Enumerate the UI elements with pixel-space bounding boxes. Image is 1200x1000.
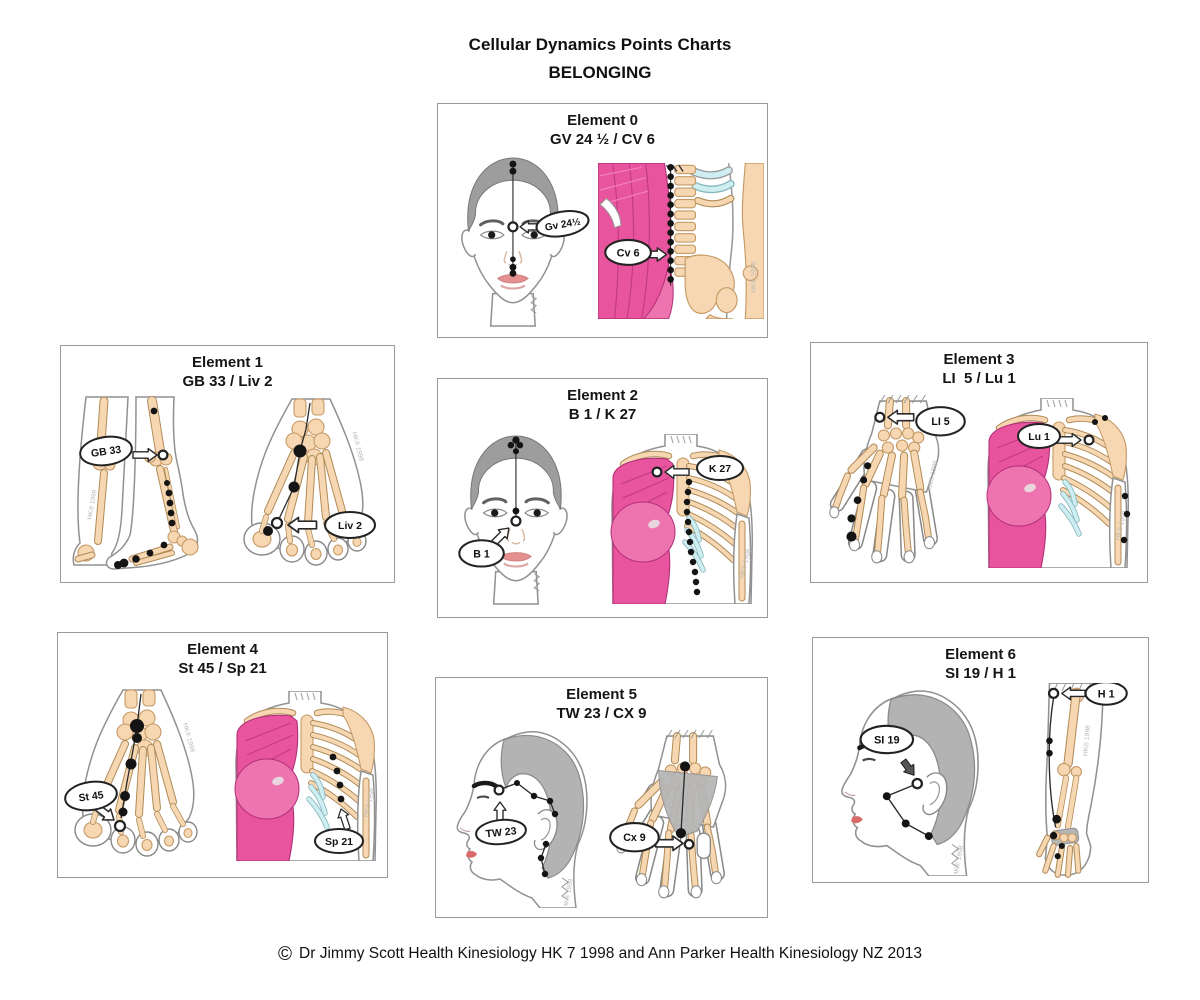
panel-0-points: GV 24 ½ / CV 6 xyxy=(549,131,656,148)
panel-element-5: Element 5 TW 23 / CX 9 HK® 1998 TW 23 xyxy=(435,677,768,918)
copyright-text: Dr Jimmy Scott Health Kinesiology HK 7 1… xyxy=(299,945,922,962)
label-cx-9: Cx 9 xyxy=(608,821,660,852)
svg-text:SI 19: SI 19 xyxy=(873,734,899,746)
panel-5-header: Element 5 TW 23 / CX 9 xyxy=(556,685,646,723)
panel-5-body: HK® 1998 TW 23 xyxy=(436,723,767,917)
point-b-1 xyxy=(509,514,522,527)
point-si-19 xyxy=(910,777,923,789)
svg-text:Sp 21: Sp 21 xyxy=(324,835,352,847)
illustration-face-gv-midline: Gv 24½ xyxy=(459,156,590,328)
page-title: Cellular Dynamics Points Charts xyxy=(468,35,732,54)
panel-2-points: B 1 / K 27 xyxy=(568,406,637,423)
panel-element-2: Element 2 B 1 / K 27 B 1 HK® 1998 xyxy=(437,378,768,618)
svg-text:Lu 1: Lu 1 xyxy=(1028,431,1050,443)
svg-text:HK® 1998: HK® 1998 xyxy=(749,261,757,292)
panel-1-title: Element 1 xyxy=(192,354,263,371)
illustration-head-tw23: HK® 1998 TW 23 xyxy=(444,728,604,908)
panel-element-6: Element 6 SI 19 / H 1 HK® 1998 SI 19 HK®… xyxy=(812,637,1149,883)
svg-text:B 1: B 1 xyxy=(473,548,490,560)
illustration-chest-k27: HK® 1998 K 27 xyxy=(601,434,761,604)
panel-2-header: Element 2 B 1 / K 27 xyxy=(567,386,638,424)
panel-0-title: Element 0 xyxy=(567,112,638,129)
panel-6-title: Element 6 xyxy=(945,646,1016,663)
panel-5-points: TW 23 / CX 9 xyxy=(556,705,647,722)
point-tw-23 xyxy=(492,784,504,796)
label-st-45: St 45 xyxy=(63,780,118,811)
label-h-1: H 1 xyxy=(1084,683,1128,706)
point-lu-1 xyxy=(1083,434,1095,446)
panel-element-0: Element 0 GV 24 ½ / CV 6 Gv 24½ HK® 1998 xyxy=(437,103,768,338)
panel-6-points: SI 19 / H 1 xyxy=(945,665,1016,682)
illustration-foot-st45: HK® 1998 St 45 xyxy=(63,685,221,867)
panel-1-body: HK® 1998 GB 33 HK® 1998 xyxy=(61,391,394,582)
label-k-27: K 27 xyxy=(695,454,744,481)
svg-text:TW 23: TW 23 xyxy=(485,825,517,840)
svg-text:Cv 6: Cv 6 xyxy=(616,247,639,259)
illustration-abdomen-cv-points: HK® 1998 Cv 6 xyxy=(598,163,764,319)
label-li-5: LI 5 xyxy=(915,405,966,436)
illustration-shoulder-lu1: HK® 1998 Lu 1 xyxy=(977,398,1137,568)
illustration-head-si19: HK® 1998 SI 19 xyxy=(828,687,996,876)
point-gb-33 xyxy=(156,448,168,460)
panel-3-title: Element 3 xyxy=(943,351,1015,368)
label-lu-1: Lu 1 xyxy=(1017,423,1061,449)
panel-2-body: B 1 HK® 1998 K 27 xyxy=(438,424,767,617)
point-cx-9 xyxy=(683,838,694,850)
panel-6-header: Element 6 SI 19 / H 1 xyxy=(945,645,1016,683)
svg-text:HK® 1998: HK® 1998 xyxy=(1081,725,1092,757)
page-subtitle: BELONGING xyxy=(548,63,652,82)
label-sp-21: Sp 21 xyxy=(313,827,364,854)
copyright-icon: © xyxy=(278,944,293,965)
panel-4-body: HK® 1998 St 45 HK® 1998 Sp 2 xyxy=(58,678,387,877)
illustration-ribs-sp21: HK® 1998 Sp 21 xyxy=(225,691,385,861)
illustration-arm-h1: HK® 1998 H 1 xyxy=(1000,683,1128,879)
panel-2-title: Element 2 xyxy=(567,387,638,404)
label-gb-33: GB 33 xyxy=(78,435,133,466)
illustration-leg-gb33: HK® 1998 GB 33 xyxy=(66,395,226,575)
point-li-5 xyxy=(874,411,886,423)
point-gv-24-half xyxy=(506,221,519,233)
illustration-hand-li5: HK® 1998 LI 5 xyxy=(821,395,966,572)
panel-5-title: Element 5 xyxy=(566,686,637,703)
illustration-palm-cx9: Cx 9 xyxy=(608,730,760,907)
label-si-19: SI 19 xyxy=(859,724,914,754)
point-k-27 xyxy=(650,465,662,477)
label-cv-6: Cv 6 xyxy=(603,238,652,266)
svg-text:Cx 9: Cx 9 xyxy=(623,832,646,844)
panel-1-points: GB 33 / Liv 2 xyxy=(182,373,273,390)
panel-6-body: HK® 1998 SI 19 HK® 1998 xyxy=(813,683,1148,883)
svg-text:LI 5: LI 5 xyxy=(931,416,949,428)
svg-text:Liv 2: Liv 2 xyxy=(338,519,362,531)
label-liv-2: Liv 2 xyxy=(323,510,376,539)
panel-4-header: Element 4 St 45 / Sp 21 xyxy=(178,640,266,678)
svg-text:K 27: K 27 xyxy=(708,462,730,474)
panel-element-3: Element 3 LI 5 / Lu 1 HK® 1998 LI 5 HK® … xyxy=(810,342,1148,583)
point-h-1 xyxy=(1047,687,1059,700)
illustration-foot-liv2: HK® 1998 Liv 2 xyxy=(230,395,376,575)
copyright-line: © Dr Jimmy Scott Health Kinesiology HK 7 … xyxy=(0,944,1200,966)
label-tw-23: TW 23 xyxy=(474,818,527,846)
panel-3-header: Element 3 LI 5 / Lu 1 xyxy=(942,350,1015,388)
point-liv-2 xyxy=(270,516,283,529)
panel-element-4: Element 4 St 45 / Sp 21 HK® 1998 St 45 H… xyxy=(57,632,388,878)
label-b-1: B 1 xyxy=(457,538,505,568)
panel-4-title: Element 4 xyxy=(187,641,258,658)
illustration-face-b1: B 1 xyxy=(457,434,569,605)
panel-3-body: HK® 1998 LI 5 HK® 1998 Lu 1 xyxy=(811,388,1147,582)
panel-4-points: St 45 / Sp 21 xyxy=(178,660,267,677)
title-block: Cellular Dynamics Points Charts BELONGIN… xyxy=(0,34,1200,84)
panel-0-header: Element 0 GV 24 ½ / CV 6 xyxy=(550,111,655,149)
svg-text:St 45: St 45 xyxy=(77,789,104,804)
svg-text:H 1: H 1 xyxy=(1097,688,1114,700)
panel-0-body: Gv 24½ HK® 1998 Cv 6 xyxy=(438,149,767,337)
panel-1-header: Element 1 GB 33 / Liv 2 xyxy=(182,353,272,391)
panel-element-1: Element 1 GB 33 / Liv 2 HK® 1998 GB 33 xyxy=(60,345,395,583)
svg-text:GB 33: GB 33 xyxy=(90,443,122,459)
point-st-45 xyxy=(113,819,126,832)
panel-3-points: LI 5 / Lu 1 xyxy=(942,370,1016,387)
